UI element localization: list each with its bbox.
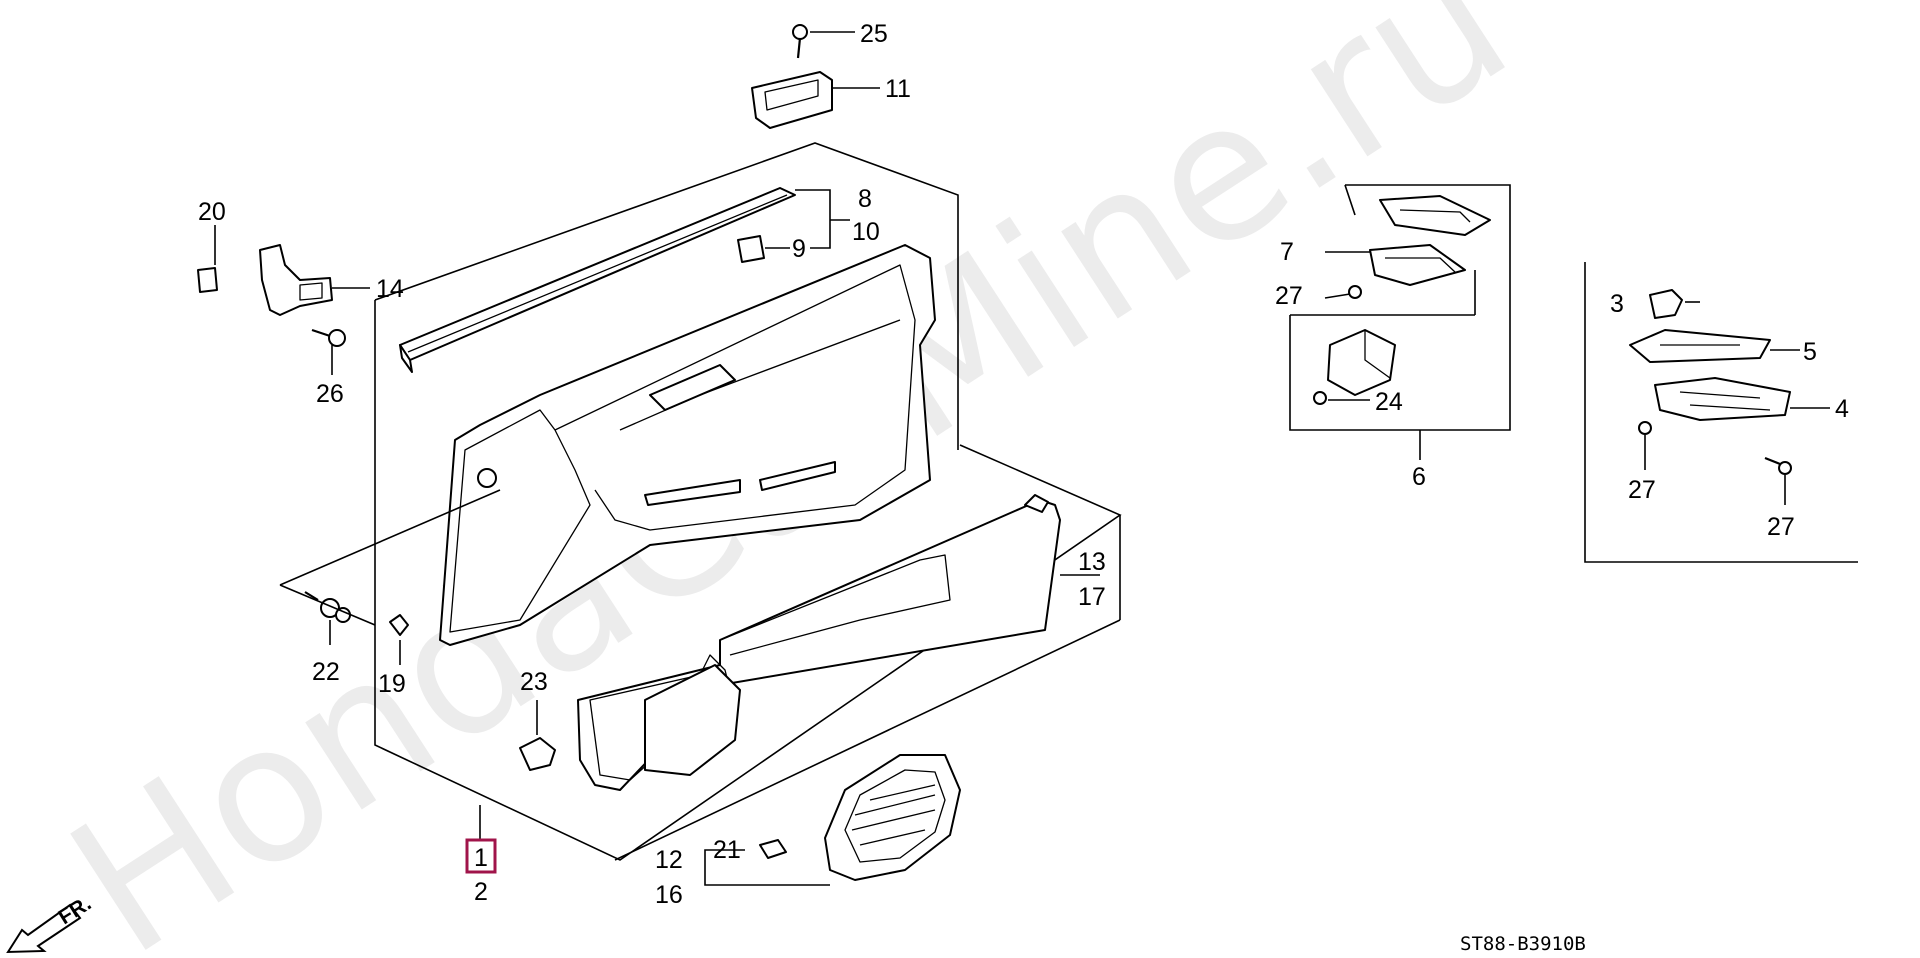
callout-5[interactable]: 5 [1803,338,1817,366]
upper-door-lining[interactable] [439,244,936,646]
front-arrow-icon [6,903,82,954]
callout-labels: 25 11 8 9 10 20 14 26 22 19 23 13 17 12 … [198,20,1849,909]
callout-27-handle[interactable]: 27 [1275,282,1303,310]
callout-12[interactable]: 12 [655,846,683,874]
callout-3[interactable]: 3 [1610,290,1624,318]
callout-21[interactable]: 21 [713,836,741,864]
callout-11[interactable]: 11 [885,75,911,103]
clip-9[interactable] [737,235,765,263]
inner-handle-bezel[interactable] [1379,195,1491,236]
switch-3[interactable] [1649,289,1683,319]
clip-23[interactable] [519,700,556,771]
inner-handle-7[interactable] [1369,244,1466,286]
callout-17[interactable]: 17 [1078,583,1106,611]
clip-21[interactable] [759,839,787,859]
callout-9[interactable]: 9 [792,235,806,263]
callout-20[interactable]: 20 [198,198,226,226]
screw-27-right-b[interactable] [1764,456,1792,475]
callout-16[interactable]: 16 [655,881,683,909]
door-lining-outline [374,142,1122,861]
callout-7[interactable]: 7 [1280,238,1294,266]
diagram-code: ST88-B3910B [1460,933,1586,955]
power-window-switch[interactable] [751,71,833,129]
speaker-grille[interactable] [824,754,961,881]
callout-24[interactable]: 24 [1375,388,1403,416]
right-group-outline [1584,262,1858,563]
clip-20[interactable] [197,267,218,293]
front-direction-indicator: FR. [6,892,95,954]
callout-8[interactable]: 8 [858,185,872,213]
callout-13[interactable]: 13 [1078,548,1106,576]
bracket-14[interactable] [259,244,333,316]
fastener-22[interactable] [304,591,351,623]
screw-24[interactable] [1313,391,1327,405]
callout-27-right-a[interactable]: 27 [1628,476,1656,504]
lower-door-panel[interactable] [577,494,1061,791]
leader-lines [214,31,1830,886]
callout-1[interactable]: 1 [474,844,488,872]
callout-2[interactable]: 2 [474,878,488,906]
clip-19[interactable] [389,614,409,636]
screw-25[interactable] [792,24,808,59]
mechanism-4[interactable] [1654,377,1791,421]
callout-19[interactable]: 19 [378,670,406,698]
screw-26[interactable] [311,328,346,347]
callout-14[interactable]: 14 [376,275,404,303]
callout-26[interactable]: 26 [316,380,344,408]
callout-27-right-b[interactable]: 27 [1767,513,1795,541]
callout-4[interactable]: 4 [1835,395,1849,423]
callout-1-highlight [465,838,497,874]
screw-27-handle[interactable] [1348,285,1362,299]
callout-25[interactable]: 25 [860,20,888,48]
callout-6[interactable]: 6 [1412,463,1426,491]
panel-5[interactable] [1629,329,1771,363]
callout-23[interactable]: 23 [520,668,548,696]
handle-group-outline [1289,184,1511,431]
weatherstrip-molding[interactable] [399,187,796,373]
latch-24[interactable] [1327,329,1396,396]
callout-10[interactable]: 10 [852,218,880,246]
screw-27-right-a[interactable] [1638,421,1652,435]
callout-22[interactable]: 22 [312,658,340,686]
